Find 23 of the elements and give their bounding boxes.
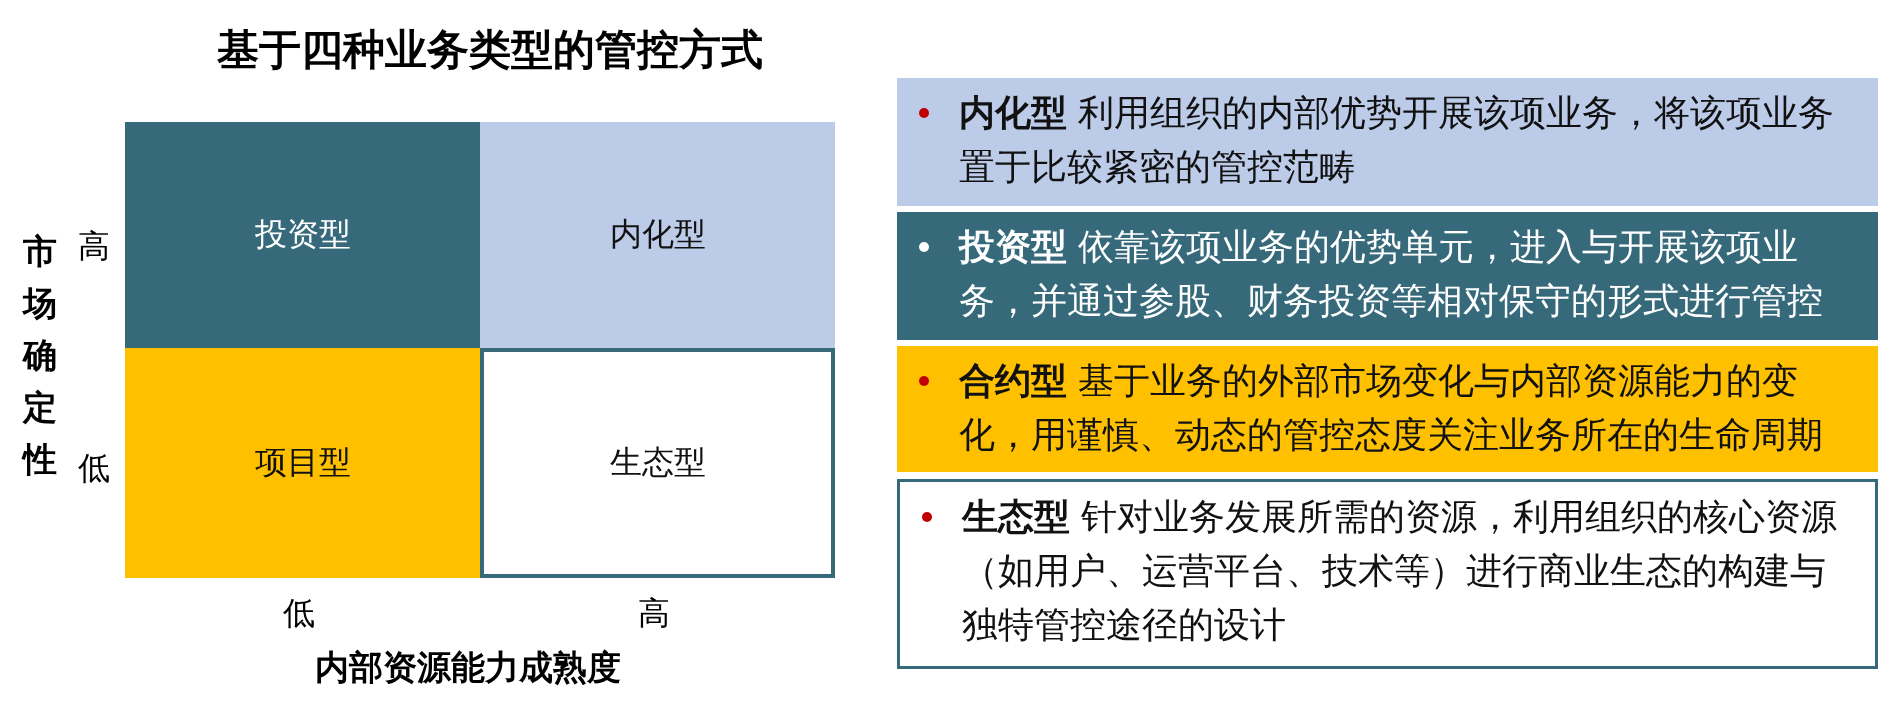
quadrant-label: 生态型 [609, 442, 706, 483]
description-panel [897, 346, 1878, 472]
title: 基于四种业务类型的管控方式 [216, 24, 764, 76]
tick-label: 低 [283, 593, 315, 634]
description-panel [897, 212, 1878, 340]
axis-title: 内部资源能力成熟度 [315, 646, 621, 689]
tick-label: 高 [638, 593, 670, 634]
matrix-cell [125, 122, 480, 348]
axis-title: 市场确定性 [20, 230, 58, 481]
tick-label: 高 [78, 226, 110, 267]
tick-label: 低 [78, 448, 110, 489]
quadrant-label: 内化型 [609, 214, 706, 255]
description-text: 投资型 依靠该项业务的优势单元，进入与开展该项业务，并通过参股、财务投资等相对保守的形式进行管控 [959, 225, 1824, 323]
matrix-cell [480, 122, 835, 348]
quadrant-label: 项目型 [254, 442, 351, 483]
description-panel [897, 78, 1878, 206]
description-text: 合约型 基于业务的外部市场变化与内部资源能力的变化，用谨慎、动态的管控态度关注业务所在的生命周期 [959, 359, 1824, 457]
description-panel [897, 479, 1878, 669]
quadrant-label: 投资型 [254, 214, 351, 255]
matrix-cell [480, 348, 835, 578]
matrix-cell [125, 348, 480, 578]
description-text: 内化型 利用组织的内部优势开展该项业务，将该项业务置于比较紧密的管控范畴 [959, 91, 1836, 189]
description-text: 生态型 针对业务发展所需的资源，利用组织的核心资源（如用户、运营平台、技术等）进行商业生态的构建与独特管控途径的设计 [962, 495, 1839, 647]
